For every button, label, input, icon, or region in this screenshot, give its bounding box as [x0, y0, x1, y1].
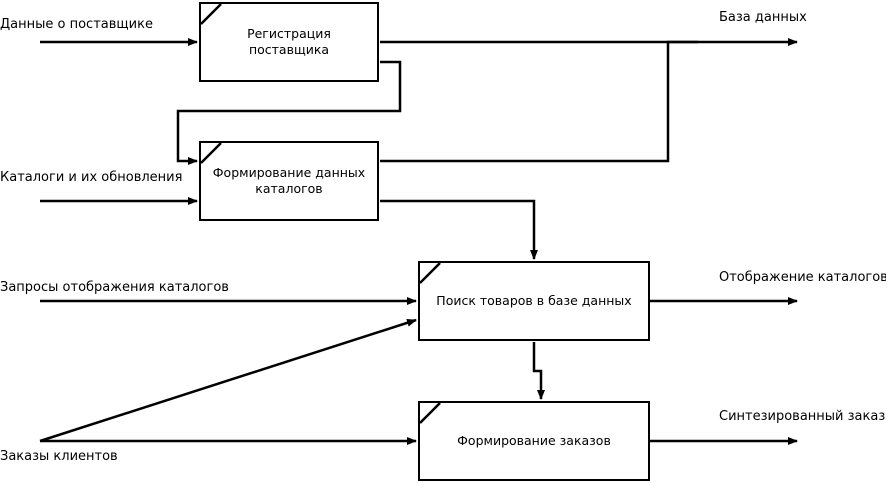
arrow-catalogs-to-search: [380, 199, 538, 260]
box-corner-mark-icon: [420, 403, 441, 424]
box-catalog-data[interactable]: Формирование данных каталогов: [199, 141, 379, 221]
label-synthesized-order: Синтезированный заказ: [719, 409, 886, 424]
label-database: База данных: [719, 10, 807, 25]
arrow-registration-to-catalogs: [176, 60, 402, 165]
box-product-search[interactable]: Поиск товаров в базе данных: [418, 261, 650, 341]
box-corner-mark-icon: [201, 143, 222, 164]
arrow-catalogs-to-database: [380, 40, 698, 163]
label-catalog-requests: Запросы отображения каталогов: [0, 280, 229, 295]
arrow-client-orders-branch: [39, 318, 417, 443]
box-label: Формирование заказов: [457, 433, 611, 448]
box-order-forming[interactable]: Формирование заказов: [418, 401, 650, 481]
box-supplier-registration[interactable]: Регистрация поставщика: [199, 2, 379, 82]
box-label: Поиск товаров в базе данных: [436, 293, 632, 308]
box-label: Регистрация поставщика: [247, 26, 331, 57]
label-client-orders: Заказы клиентов: [0, 449, 118, 464]
label-catalogs-updates: Каталоги и их обновления: [0, 170, 183, 185]
arrow-search-to-orders: [532, 342, 545, 400]
box-corner-mark-icon: [420, 263, 441, 284]
box-label: Формирование данных каталогов: [212, 165, 366, 196]
label-supplier-data: Данные о поставщике: [0, 17, 153, 32]
label-catalog-display: Отображение каталогов: [719, 270, 886, 285]
box-corner-mark-icon: [201, 4, 222, 25]
